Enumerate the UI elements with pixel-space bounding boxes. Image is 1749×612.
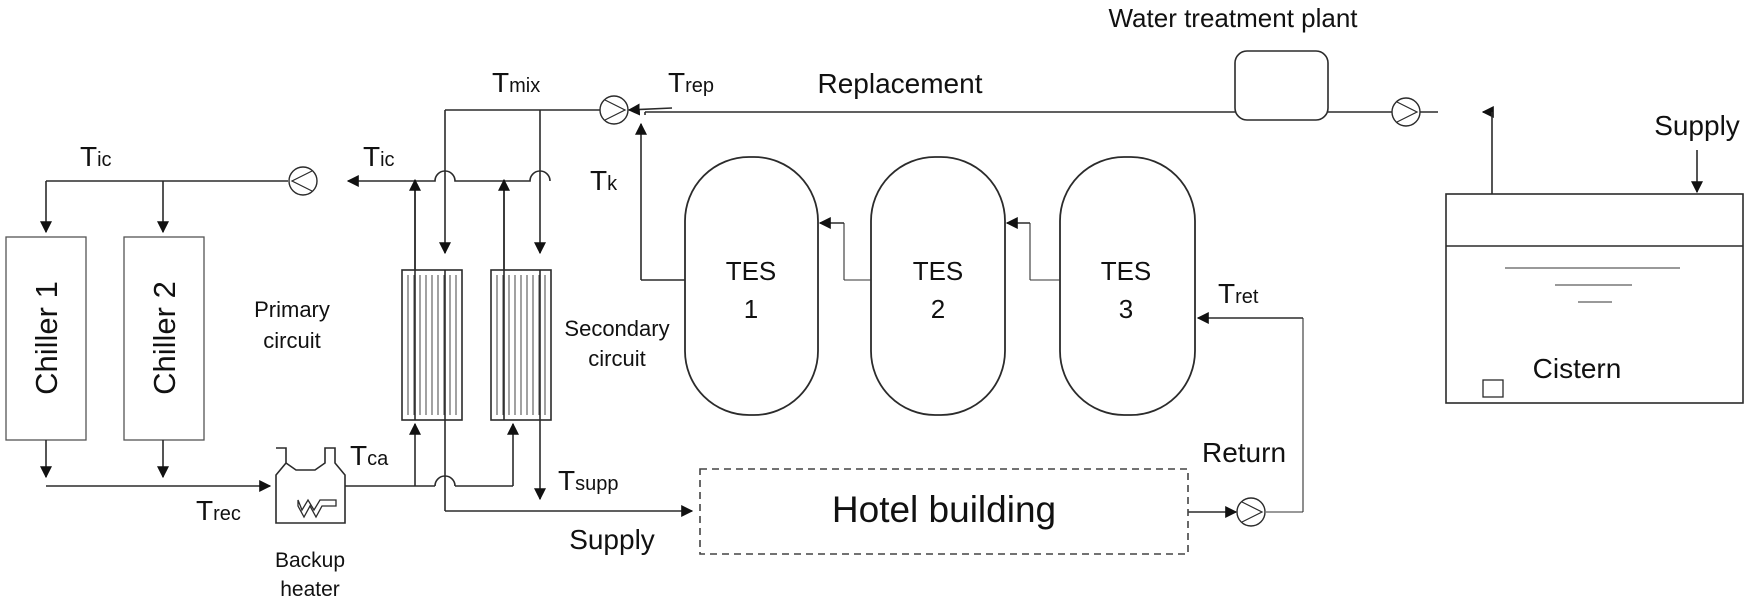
pump-icon: [1236, 497, 1266, 527]
cistern: [1445, 193, 1744, 404]
return-label: Return: [1202, 437, 1286, 468]
tes-2-number: 2: [931, 294, 945, 324]
pump-icon: [599, 95, 629, 125]
chiller-1-label: Chiller 1: [29, 281, 64, 395]
temp-tk: Tk: [590, 165, 618, 196]
secondary-circuit-label-2: circuit: [588, 346, 645, 371]
pump-icon: [288, 166, 318, 196]
primary-circuit-label: Primary: [254, 297, 330, 322]
temp-tic-mid: Tic: [363, 141, 395, 172]
temp-tsupp: Tsupp: [558, 465, 618, 496]
temp-tca: Tca: [350, 440, 389, 471]
tes-3-number: 3: [1119, 294, 1133, 324]
backup-heater: [275, 447, 346, 524]
tes-tank-1: [684, 156, 819, 416]
replacement-label: Replacement: [818, 68, 983, 99]
backup-heater-label: Backup: [275, 549, 345, 572]
tes-tank-2: [870, 156, 1006, 416]
cistern-label: Cistern: [1533, 353, 1622, 384]
mix-junction-pipes: [439, 109, 685, 281]
secondary-circuit-label: Secondary: [564, 316, 669, 341]
water-treatment-plant-label: Water treatment plant: [1108, 3, 1358, 33]
tes-3-label: TES: [1101, 256, 1152, 286]
hotel-building: [699, 468, 1189, 555]
pump-icon: [1391, 97, 1421, 127]
supply-bottom-label: Supply: [569, 524, 655, 555]
chiller-2: [123, 236, 205, 441]
temp-tic-left: Tic: [80, 141, 112, 172]
chiller-2-label: Chiller 2: [147, 281, 182, 395]
primary-circuit-label-2: circuit: [263, 328, 320, 353]
temp-tmix: Tmix: [492, 67, 540, 98]
backup-heater-label-2: heater: [280, 578, 340, 601]
heat-exchanger-1: [401, 269, 463, 421]
hotel-return-line: [1188, 312, 1304, 518]
heat-exchanger-2: [490, 269, 552, 421]
tes-1-label: TES: [726, 256, 777, 286]
tes-2-label: TES: [913, 256, 964, 286]
chiller-1: [5, 236, 87, 441]
return-pipes: [46, 420, 694, 517]
hotel-building-label: Hotel building: [832, 489, 1056, 530]
water-treatment-plant: [1234, 50, 1329, 121]
temp-tret: Tret: [1218, 278, 1259, 309]
tes-tank-3: [1059, 156, 1196, 416]
temp-trec: Trec: [196, 495, 241, 526]
supply-top-label: Supply: [1654, 110, 1740, 141]
temp-trep: Trep: [668, 67, 714, 98]
tes-1-number: 1: [744, 294, 758, 324]
tank-interconnections: [818, 217, 1060, 281]
